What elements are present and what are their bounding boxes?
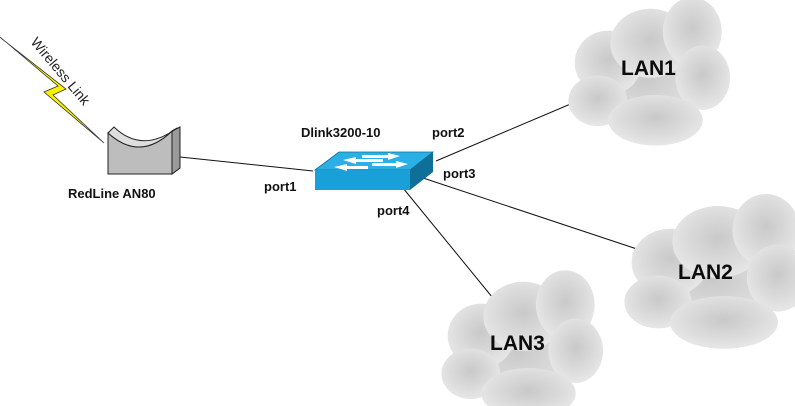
port2-label: port2: [432, 125, 465, 140]
switch-icon: [313, 151, 435, 190]
port3-label: port3: [443, 166, 476, 181]
antenna-label: RedLine AN80: [68, 186, 156, 201]
port1-label: port1: [264, 179, 297, 194]
antenna-icon: [107, 126, 181, 175]
switch-label: Dlink3200-10: [301, 125, 381, 140]
lan3-label: LAN3: [490, 332, 545, 355]
link-port3-lan2: [419, 176, 644, 252]
link-port2-lan1: [435, 99, 581, 162]
lan1-label: LAN1: [621, 57, 676, 80]
link-port4-lan3: [402, 187, 498, 304]
port4-label: port4: [377, 203, 410, 218]
lan2-label: LAN2: [678, 261, 733, 284]
link-antenna-port1: [179, 156, 314, 172]
wireless-link-icon: [0, 36, 105, 144]
